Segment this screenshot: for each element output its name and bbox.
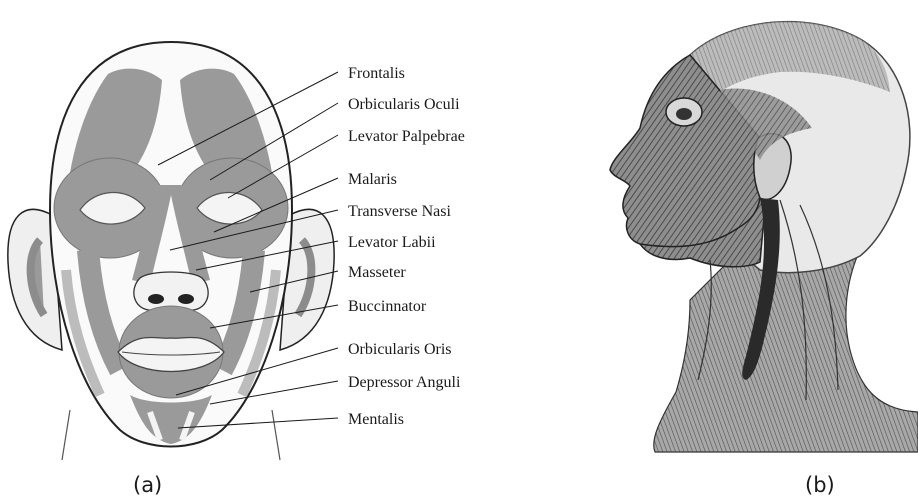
label-orbicularis-oculi: Orbicularis Oculi — [348, 96, 460, 113]
label-levator-palpebrae: Levator Palpebrae — [348, 128, 465, 145]
face-front-illustration — [8, 42, 334, 460]
head-profile-illustration — [610, 22, 918, 452]
muscle-labels: Frontalis Orbicularis Oculi Levator Palp… — [348, 65, 465, 428]
caption-b: (b) — [805, 473, 835, 497]
label-orbicularis-oris: Orbicularis Oris — [348, 341, 452, 358]
label-malaris: Malaris — [348, 171, 397, 188]
label-depressor-anguli: Depressor Anguli — [348, 374, 461, 391]
caption-a: (a) — [133, 473, 162, 497]
label-frontalis: Frontalis — [348, 65, 405, 82]
label-levator-labii: Levator Labii — [348, 234, 436, 251]
label-buccinnator: Buccinnator — [348, 298, 427, 315]
label-masseter: Masseter — [348, 264, 406, 281]
label-mentalis: Mentalis — [348, 411, 404, 428]
label-transverse-nasi: Transverse Nasi — [348, 203, 452, 220]
